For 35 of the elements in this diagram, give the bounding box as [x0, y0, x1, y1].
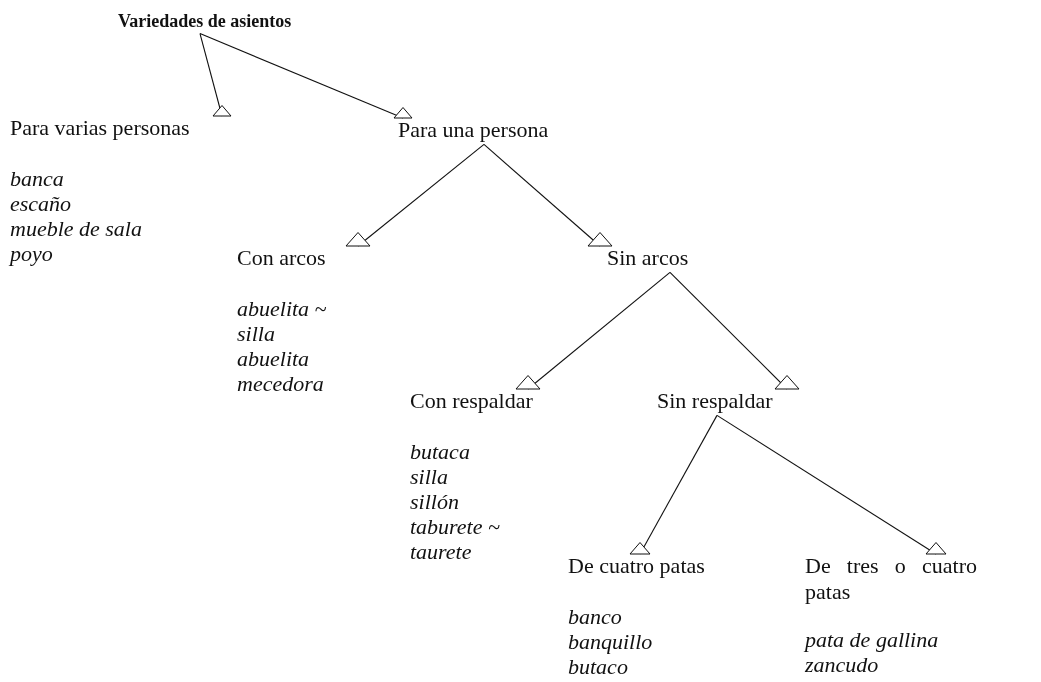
arrow	[483, 143, 613, 247]
term-label: zancudo	[805, 653, 879, 678]
term-label: mueble de sala	[10, 217, 142, 242]
arrow	[515, 271, 671, 390]
term-label: escaño	[10, 192, 72, 217]
arrow	[629, 414, 718, 555]
category-heading: Con respaldar	[410, 388, 533, 415]
category-heading: Para varias personas	[10, 115, 230, 142]
category-heading: Sin respaldar	[657, 388, 773, 415]
arrow	[669, 271, 800, 390]
term-label: butaca	[410, 440, 470, 465]
category-heading: Variedades de asientos	[118, 11, 292, 33]
term-label: silla	[410, 465, 448, 490]
term-label: silla	[237, 322, 275, 347]
term-label: poyo	[10, 242, 53, 267]
category-heading: Con arcos	[237, 245, 326, 272]
category-heading: De tres o cuatro patas	[805, 553, 977, 606]
term-label: banco	[568, 605, 622, 630]
term-label: butaco	[568, 655, 628, 680]
term-label: banca	[10, 167, 64, 192]
term-label: pata de gallina	[805, 628, 939, 653]
term-label: mecedora	[237, 372, 324, 397]
arrow	[345, 143, 485, 247]
term-label: taburete ~	[410, 515, 500, 540]
term-label: banquillo	[568, 630, 653, 655]
arrow	[199, 33, 232, 117]
category-heading: De cuatro patas	[568, 553, 705, 580]
term-label: sillón	[410, 490, 459, 515]
arrow	[199, 33, 413, 119]
term-label: abuelita	[237, 347, 310, 372]
category-heading: Para una persona	[398, 117, 549, 144]
category-heading: Sin arcos	[607, 245, 689, 272]
term-label: abuelita ~	[237, 297, 327, 322]
term-label: taurete	[410, 540, 472, 565]
arrow	[716, 414, 947, 555]
